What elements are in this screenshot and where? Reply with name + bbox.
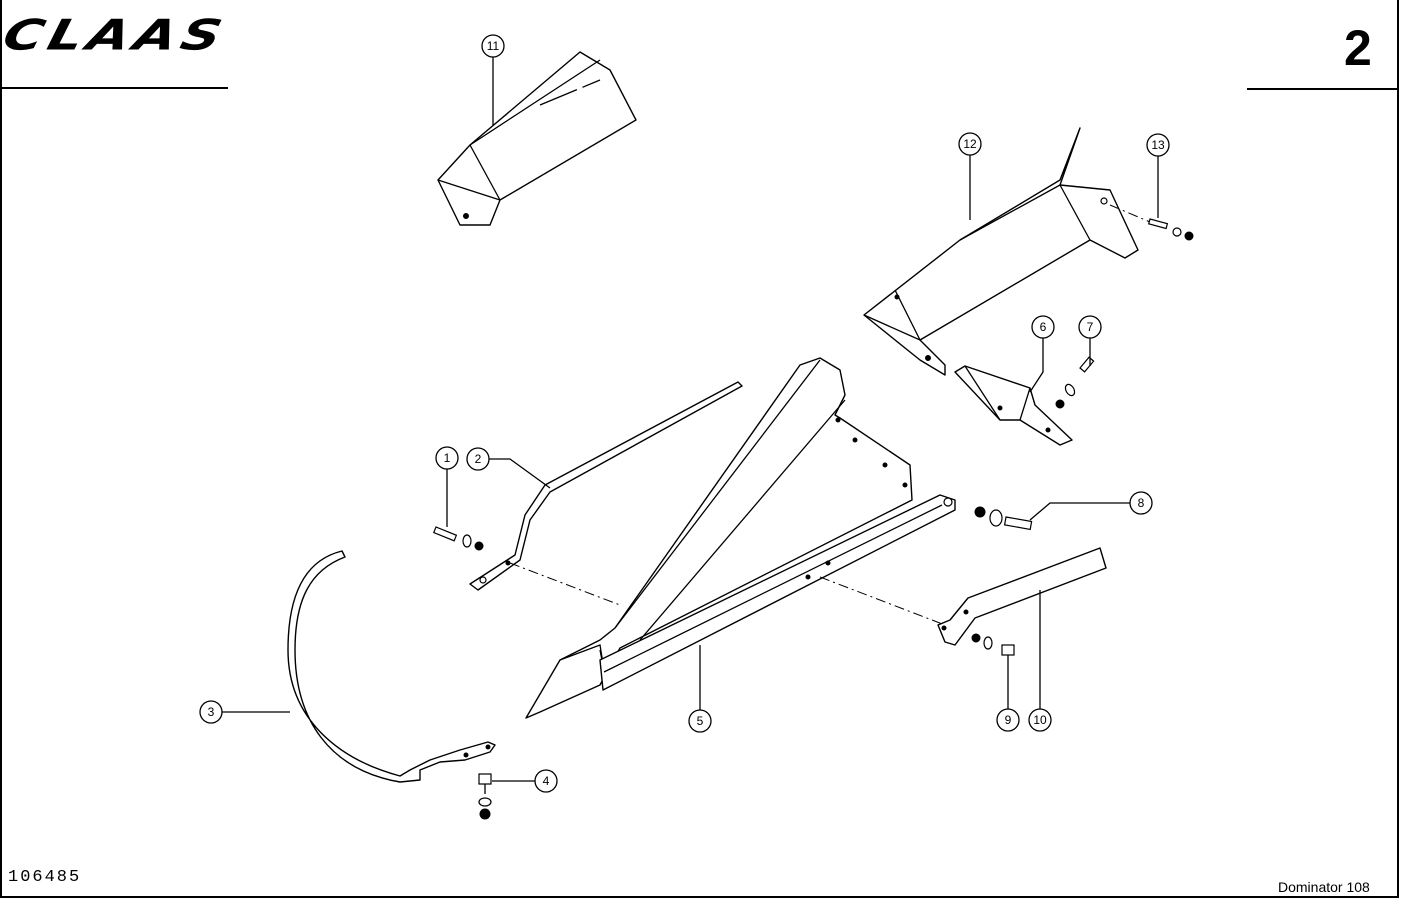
callout-12-label: 12 bbox=[963, 137, 977, 151]
callout-10: 10 bbox=[1028, 708, 1052, 732]
callout-8: 8 bbox=[1129, 491, 1153, 515]
part-1-bolt-set bbox=[432, 526, 484, 551]
callout-3: 3 bbox=[199, 700, 223, 724]
header-rule-right bbox=[1247, 88, 1399, 90]
part-10-arm bbox=[819, 547, 1107, 646]
callout-6: 6 bbox=[1031, 315, 1055, 339]
part-11-hood bbox=[437, 51, 637, 226]
callout-1-label: 1 bbox=[444, 451, 451, 465]
callout-5: 5 bbox=[688, 709, 712, 733]
part-8-bolt-set bbox=[974, 506, 1033, 531]
page-number: 2 bbox=[1344, 20, 1372, 76]
part-9-bolt-set bbox=[971, 633, 1015, 665]
part-13-bolt-set bbox=[1109, 204, 1194, 241]
part-4-bolt-set bbox=[478, 773, 492, 820]
callout-2-label: 2 bbox=[475, 452, 482, 466]
header-rule-left bbox=[0, 87, 228, 89]
callout-9: 9 bbox=[996, 708, 1020, 732]
part-12-divider-sheet bbox=[863, 127, 1139, 376]
callout-11: 11 bbox=[481, 34, 505, 58]
callout-11-label: 11 bbox=[487, 39, 500, 53]
callout-9-label: 9 bbox=[1005, 713, 1012, 727]
callout-7-label: 7 bbox=[1087, 320, 1094, 334]
callout-13-label: 13 bbox=[1151, 138, 1165, 152]
callout-2: 2 bbox=[466, 447, 490, 471]
drawing-number: 106485 bbox=[8, 868, 82, 887]
callout-12: 12 bbox=[958, 132, 982, 156]
part-7-bolt-set bbox=[1055, 356, 1095, 409]
callout-6-label: 6 bbox=[1040, 320, 1047, 334]
callout-7: 7 bbox=[1078, 315, 1102, 339]
callout-1: 1 bbox=[435, 446, 459, 470]
part-3-curved-rod bbox=[287, 550, 496, 783]
callout-5-label: 5 bbox=[697, 714, 704, 728]
callout-3-label: 3 bbox=[208, 705, 215, 719]
leader-lines bbox=[222, 57, 1159, 782]
callout-13: 13 bbox=[1146, 133, 1170, 157]
part-2-arm bbox=[469, 381, 743, 606]
callout-4: 4 bbox=[534, 769, 558, 793]
callout-4-label: 4 bbox=[543, 774, 550, 788]
callout-8-label: 8 bbox=[1138, 496, 1145, 510]
part-6-bracket bbox=[954, 365, 1073, 446]
model-name: Dominator 108 bbox=[1278, 879, 1370, 895]
part-5-divider-body bbox=[525, 357, 956, 719]
callout-10-label: 10 bbox=[1033, 713, 1047, 727]
